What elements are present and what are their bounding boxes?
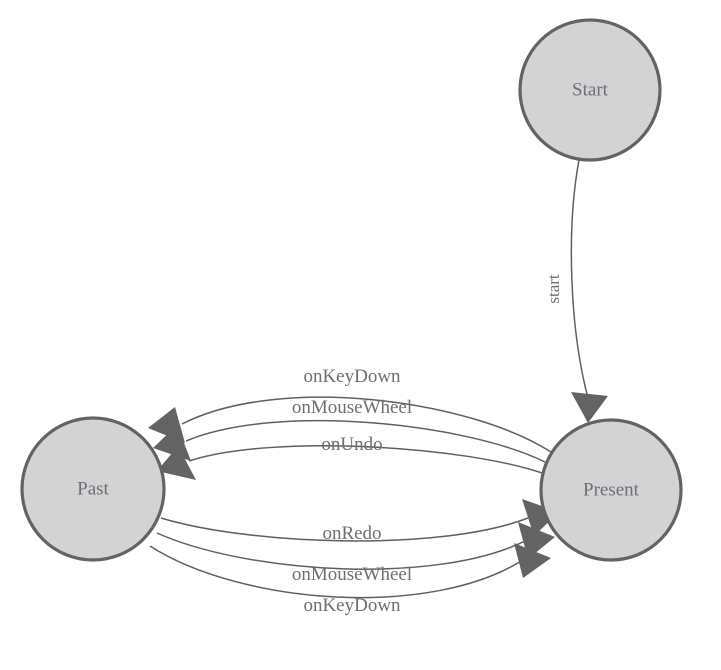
edge-label-present-past-onundo: onUndo: [321, 434, 382, 455]
edge-start-to-present[interactable]: start: [544, 159, 608, 423]
edge-past-to-present-onredo[interactable]: onRedo: [160, 499, 559, 544]
node-past[interactable]: Past: [20, 416, 166, 562]
edge-label-present-past-onkeydown: onKeyDown: [303, 366, 401, 387]
edge-start-to-present-arrowhead: [571, 392, 608, 423]
edge-past-to-present-onmousewheel-path: [156, 532, 528, 570]
node-present-label: Present: [583, 479, 640, 500]
edge-present-to-past-onmousewheel-arrowhead: [153, 425, 191, 461]
node-start-label: Start: [572, 79, 609, 100]
edge-past-to-present-onredo-arrowhead: [522, 499, 559, 536]
edge-label-past-present-onredo: onRedo: [322, 523, 381, 544]
edge-label-past-present-onkeydown: onKeyDown: [303, 595, 401, 616]
node-past-circle: [20, 416, 166, 562]
edge-label-start: start: [544, 274, 563, 304]
edge-label-past-present-onmousewheel: onMouseWheel: [292, 564, 412, 585]
node-start-circle: [518, 18, 662, 162]
edge-past-to-present-onmousewheel[interactable]: onMouseWheel: [156, 522, 555, 585]
edge-present-to-past-onundo[interactable]: onUndo: [157, 434, 543, 480]
edge-label-present-past-onmousewheel: onMouseWheel: [292, 397, 412, 418]
edge-present-to-past-onundo-arrowhead: [157, 446, 196, 480]
node-start[interactable]: Start: [518, 18, 662, 162]
edge-past-to-present-onkeydown-arrowhead: [514, 543, 551, 578]
node-present-circle: [539, 418, 683, 562]
node-present[interactable]: Present: [539, 418, 683, 562]
edge-present-to-past-onundo-path: [188, 445, 543, 474]
edge-present-to-past-onmousewheel[interactable]: onMouseWheel: [153, 397, 546, 463]
edge-past-to-present-onkeydown-path: [149, 545, 527, 599]
edge-past-to-present-onkeydown[interactable]: onKeyDown: [149, 543, 551, 616]
edge-present-to-past-onkeydown-path: [181, 396, 552, 453]
edge-past-to-present-onredo-path: [160, 517, 529, 542]
node-past-label: Past: [77, 478, 109, 499]
edge-start-to-present-path: [570, 159, 589, 399]
edge-present-to-past-onmousewheel-path: [185, 419, 546, 463]
